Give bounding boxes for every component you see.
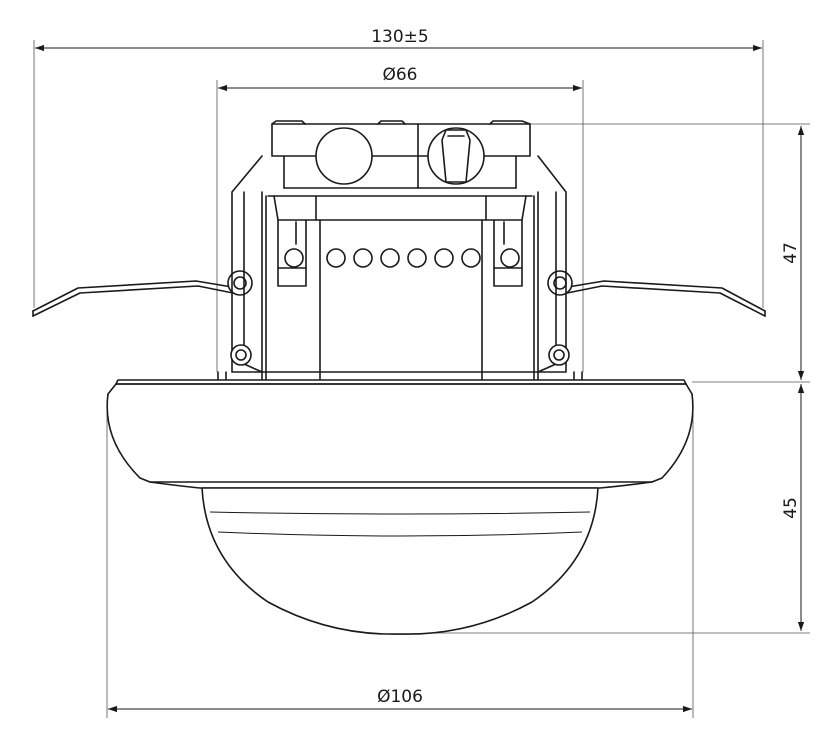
dimension-45: 45 (400, 384, 810, 634)
dimension-47-label: 47 (781, 242, 801, 264)
lens-dome (201, 487, 599, 635)
dimension-47: 47 (530, 123, 810, 383)
spring-clip-right (547, 270, 766, 317)
dimension-106: Ø106 (106, 400, 694, 718)
dimension-66: Ø66 (216, 65, 584, 372)
dimension-106-label: Ø106 (377, 687, 423, 707)
dimension-130-label: 130±5 (371, 27, 429, 47)
dimension-130: 130±5 (33, 27, 764, 308)
housing-body (217, 155, 583, 381)
dimension-45-label: 45 (781, 497, 801, 519)
terminal-housing (271, 120, 531, 189)
spring-clip-left (32, 270, 253, 317)
dimension-66-label: Ø66 (382, 65, 417, 85)
cover-ring (106, 379, 694, 489)
